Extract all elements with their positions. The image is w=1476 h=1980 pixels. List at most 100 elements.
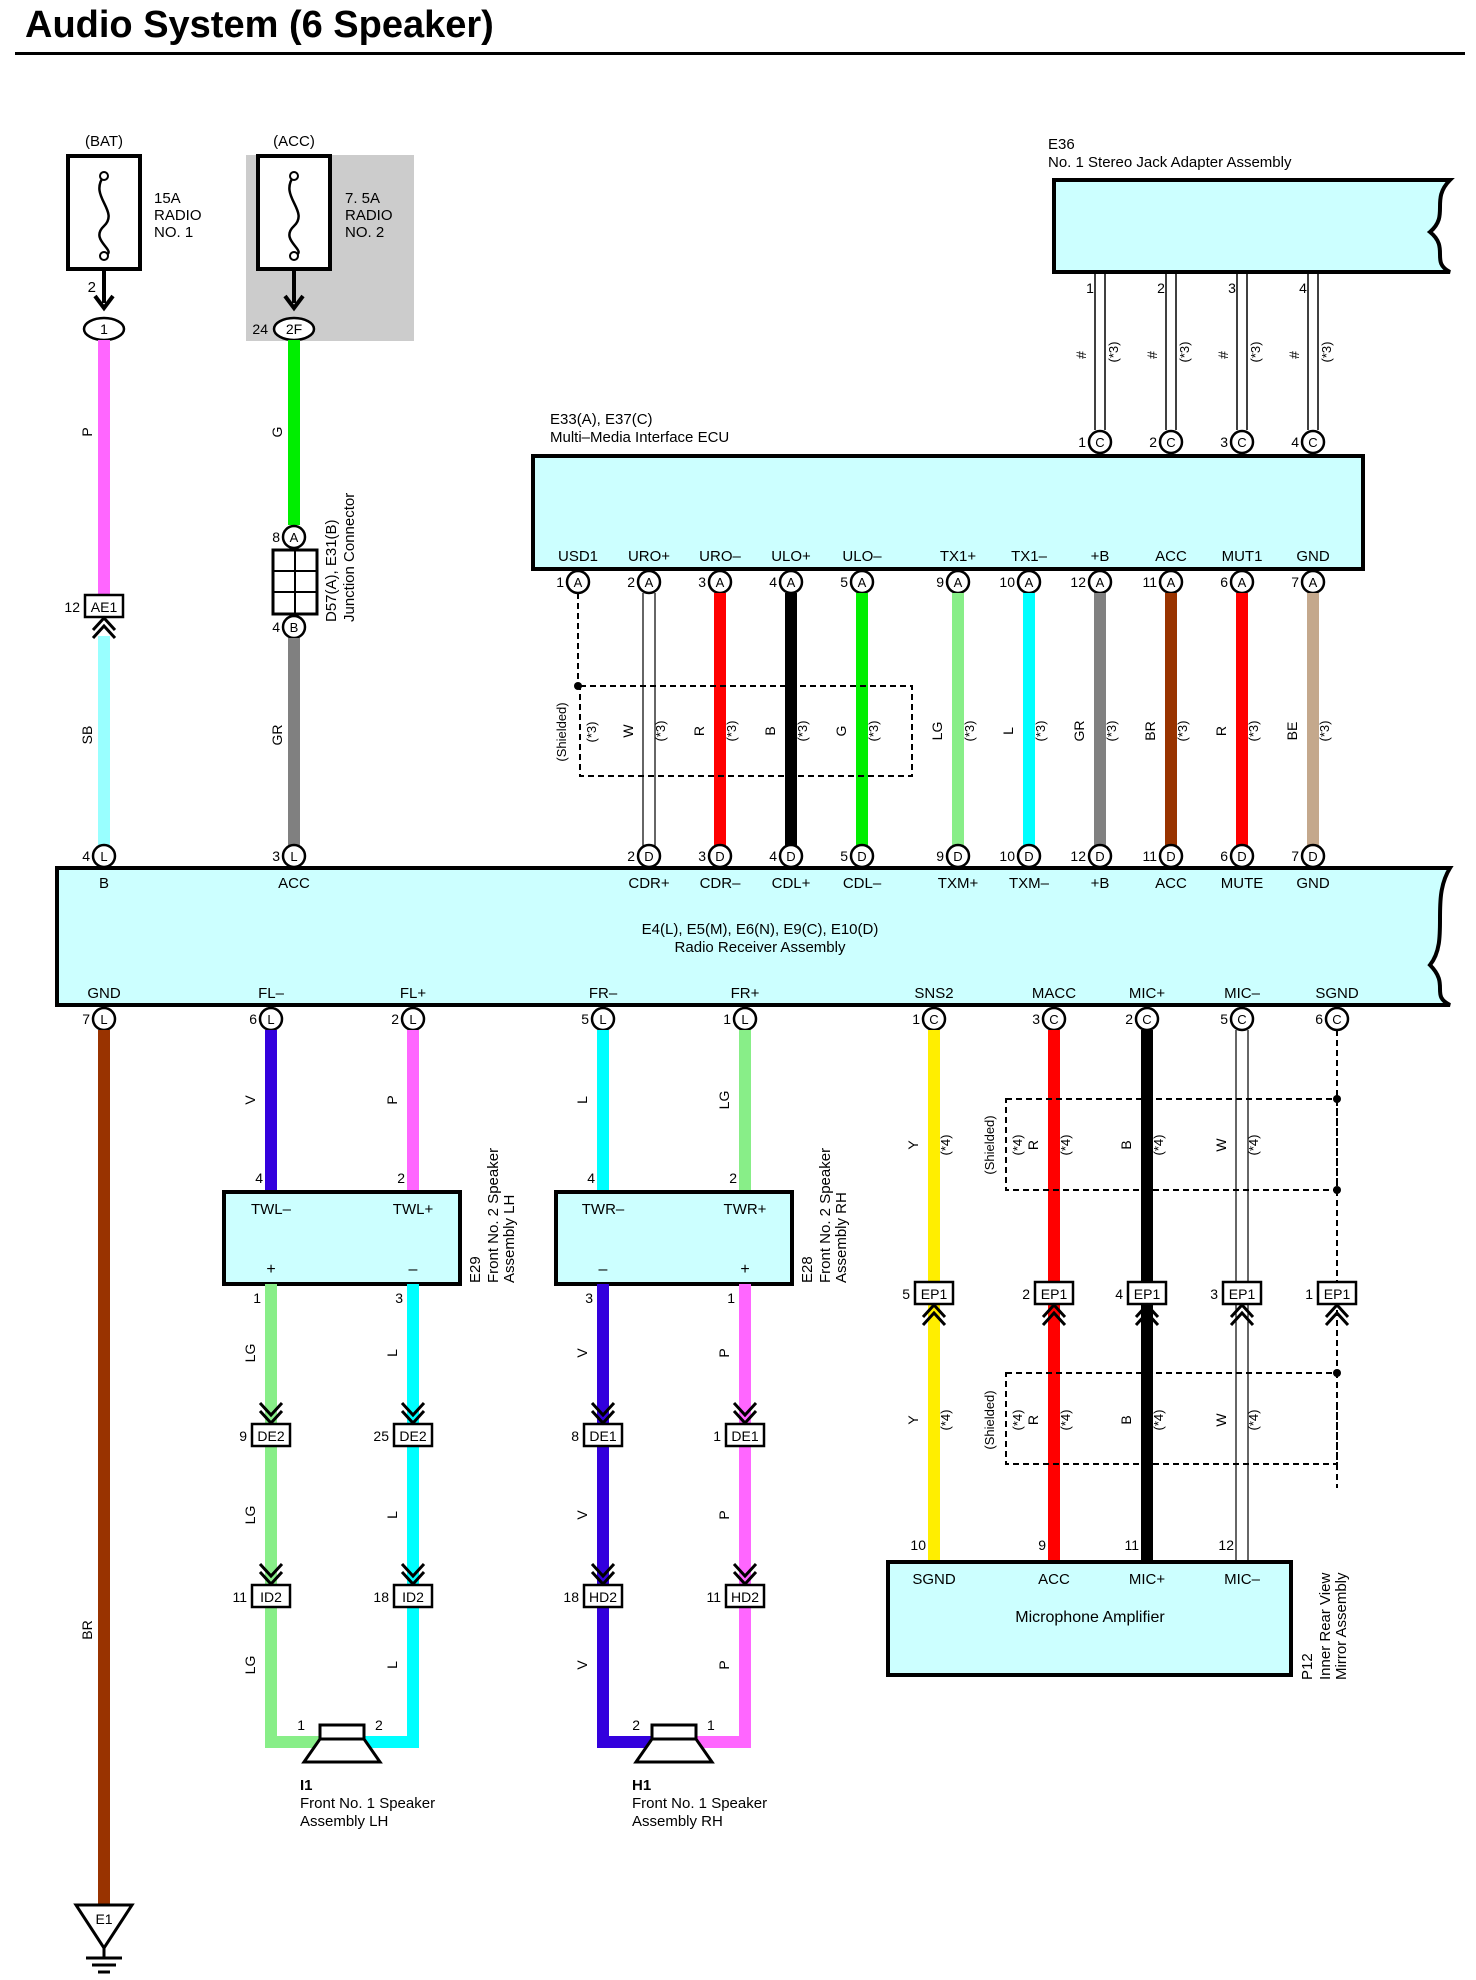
jack-name: No. 1 Stereo Jack Adapter Assembly: [1048, 154, 1292, 171]
rh-chain-low-connector-arrow: [732, 1562, 758, 1587]
radio-bottom-label: MIC+: [1129, 985, 1165, 1002]
tweeter-lh-box: [222, 1190, 462, 1286]
mic-amp-code: P12: [1299, 1653, 1316, 1680]
radio-top-pin-pin: 11: [1142, 848, 1157, 864]
radio-bottom-pin-pin: 5: [1220, 1011, 1228, 1027]
speaker-lh-pin: 1: [297, 1717, 305, 1733]
lh-chain-mid-connector-pin: 9: [239, 1428, 247, 1444]
bat-lower-wire-color: SB: [79, 726, 95, 745]
ecu-bottom-pin-pin: 1: [556, 574, 564, 590]
ep1-connector-arrow: [1229, 1302, 1255, 1327]
jack-pin: 2: [1157, 280, 1165, 296]
radio-bottom-label: FL+: [400, 985, 427, 1002]
fuse-bat-terminal: [99, 171, 109, 181]
ecu-bottom-pin-letter: A: [954, 575, 963, 590]
shield-outline: [579, 685, 913, 777]
rh-chain-color-a: V: [574, 1510, 590, 1520]
tweeter-lh-sign: –: [409, 1261, 418, 1278]
tweeter-rh-term: TWR–: [582, 1201, 625, 1218]
jack-wire-hash: #: [1215, 351, 1231, 359]
tweeter-rh-code: E28: [799, 1256, 816, 1283]
rh-chain-color-a: V: [574, 1660, 590, 1670]
mic-wire-note: (*4): [1246, 1135, 1261, 1156]
speaker-lh-magnet: [318, 1723, 366, 1741]
radio-name: Radio Receiver Assembly: [675, 939, 846, 956]
radio-bottom-pin-letter: L: [100, 1012, 107, 1027]
fuse-acc-terminal: [289, 171, 299, 181]
ecu-bottom-pin-letter: A: [1096, 575, 1105, 590]
mic-wire-color: Y: [905, 1140, 921, 1150]
ep1-connector-label: EP1: [1324, 1286, 1351, 1302]
radio-top-pin-letter: D: [1024, 849, 1033, 864]
radio-top-pin: [1087, 843, 1113, 869]
radio-top-pin-letter: D: [644, 849, 653, 864]
speaker-rh-name: Front No. 1 Speaker: [632, 1795, 767, 1812]
radio-bottom-pin-pin: 6: [249, 1011, 257, 1027]
rh-chain-mid-connector-arrow: [590, 1401, 616, 1426]
ecu-terminal-label: URO–: [699, 548, 741, 565]
ecu-bottom-pin-letter: A: [1309, 575, 1318, 590]
ecu-radio-wire-note: (*3): [653, 721, 668, 742]
radio-top-pin: [778, 843, 804, 869]
tweeter-lh-pin: 4: [255, 1170, 263, 1186]
rh-chain-mid-connector-label: DE1: [589, 1428, 616, 1444]
ecu-radio-wire-color: R: [691, 726, 707, 736]
fuse-acc-terminal: [289, 251, 299, 261]
ep1-connector-pin: 3: [1210, 1286, 1218, 1302]
ecu-top-pin-letter: C: [1166, 435, 1175, 450]
rh-chain-mid-connector-pin: 8: [571, 1428, 579, 1444]
mic-wire-note: (*4): [1058, 1135, 1073, 1156]
tweeter-lh-name: Front No. 2 Speaker: [485, 1148, 502, 1283]
lh-chain-color-a: LG: [242, 1506, 258, 1525]
tweeter-lh-term: TWL–: [251, 1201, 292, 1218]
lh-chain-low-connector-pin: 11: [232, 1589, 247, 1605]
lh-chain-low-connector-label: ID2: [260, 1589, 282, 1605]
ecu-radio-wire-color: L: [1000, 727, 1016, 735]
ecu-bottom-pin-pin: 2: [627, 574, 635, 590]
lh-chain-low-connector-label: ID2: [402, 1589, 424, 1605]
radio-top-pin: [945, 843, 971, 869]
radio-bottom-pin-pin: 1: [912, 1011, 920, 1027]
ecu-terminal-label: +B: [1091, 548, 1110, 565]
rh-chain-color-b: P: [716, 1660, 732, 1669]
fuse-bat-number: NO. 1: [154, 224, 193, 241]
tweeter-rh-sign: –: [599, 1261, 608, 1278]
ecu-radio-wire-color: G: [833, 726, 849, 737]
mic-shield-lower: [1005, 1372, 1338, 1465]
radio-top-pin-letter: D: [1095, 849, 1104, 864]
ep1-connector-label: EP1: [921, 1286, 948, 1302]
acc-source: (ACC): [273, 133, 315, 150]
radio-top-pin-letter: D: [857, 849, 866, 864]
radio-bottom-pin-letter: L: [599, 1012, 606, 1027]
radio-bottom-pin-letter: L: [741, 1012, 748, 1027]
radio-bottom-pin-letter: L: [409, 1012, 416, 1027]
ep1-connector-pin: 2: [1022, 1286, 1030, 1302]
radio-bottom-label: MACC: [1032, 985, 1076, 1002]
junction-code: D57(A), E31(B): [323, 519, 340, 622]
ecu-radio-wire-note: (*3): [1246, 721, 1261, 742]
shield-note: (*3): [584, 722, 599, 743]
radio-bottom-label: GND: [87, 985, 121, 1002]
ecu-bottom-pin-pin: 4: [769, 574, 777, 590]
speaker-rh-code: H1: [632, 1777, 651, 1794]
ep1-connector-label: EP1: [1041, 1286, 1068, 1302]
mic-wire-note: (*4): [1151, 1135, 1166, 1156]
radio-bottom-pin-letter: C: [929, 1012, 938, 1027]
ecu-radio-wire-color: GR: [1071, 721, 1087, 742]
radio-top-pin: [849, 843, 875, 869]
ecu-radio-wire-color: BR: [1142, 721, 1158, 740]
lh-chain-mid-connector-arrow: [400, 1401, 426, 1426]
ecu-top-pin: [1158, 429, 1184, 455]
radio-top-pin-pin: 4: [769, 848, 777, 864]
radio-bottom-label: FL–: [258, 985, 285, 1002]
radio-top-pin-letter: D: [715, 849, 724, 864]
mic-wire-color: Y: [905, 1415, 921, 1425]
ecu-bottom-pin-pin: 10: [999, 574, 1015, 590]
lh-chain-mid-connector-label: DE2: [399, 1428, 426, 1444]
radio-bottom-pin-letter: C: [1142, 1012, 1151, 1027]
ecu-name: Multi–Media Interface ECU: [550, 429, 729, 446]
radio-bottom-label: MIC–: [1224, 985, 1260, 1002]
acc-wire-color: G: [269, 427, 285, 438]
radio-top-pin-pin: 5: [840, 848, 848, 864]
radio-top-pin-letter: D: [1237, 849, 1246, 864]
